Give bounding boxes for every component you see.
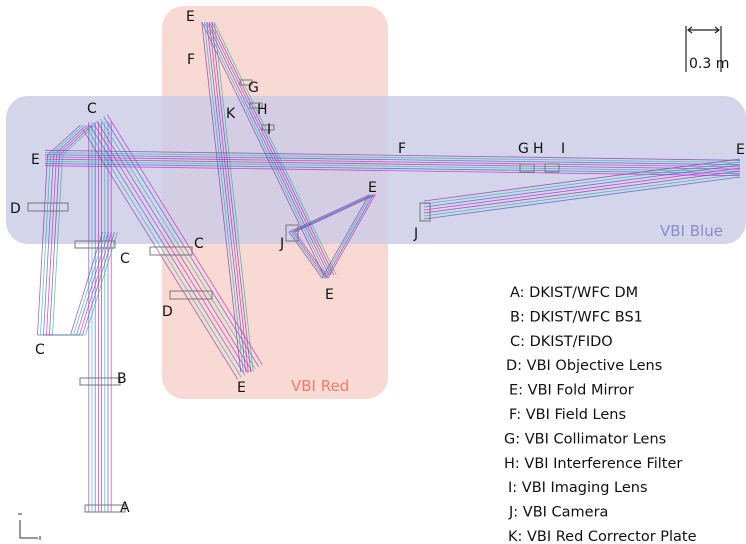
legend-item-h: H: VBI Interference Filter <box>504 456 682 472</box>
ray-blue-horizontal <box>44 163 741 174</box>
legend-item-a: A: DKIST/WFC DM <box>510 285 638 301</box>
optical-element <box>261 124 275 131</box>
ray-blue-horizontal <box>44 152 741 163</box>
marker-h-red: H <box>257 102 268 118</box>
legend-item-i: I: VBI Imaging Lens <box>508 480 648 496</box>
ray-red-diagonal <box>203 21 327 373</box>
ray-blue-horizontal <box>44 158 741 170</box>
marker-f-red: F <box>187 52 195 68</box>
marker-g-red: G <box>248 80 259 96</box>
optical-element <box>249 102 263 109</box>
ray-c-to-red <box>82 129 239 380</box>
optical-element <box>519 163 535 173</box>
marker-a: A <box>120 500 130 516</box>
optical-element <box>419 202 431 222</box>
legend-item-g: G: VBI Collimator Lens <box>504 431 666 447</box>
legend-item-k: K: VBI Red Corrector Plate <box>508 529 697 544</box>
marker-c-top: C <box>87 101 97 117</box>
ray-red-diagonal <box>201 21 325 373</box>
legend-item-f: F: VBI Field Lens <box>509 407 626 423</box>
legend-item-c: C: DKIST/FIDO <box>510 334 613 350</box>
ray-blue-return <box>423 164 741 208</box>
optical-element <box>74 240 116 249</box>
marker-i-red: I <box>267 122 271 138</box>
ray-red-diagonal <box>213 21 337 373</box>
optical-element <box>285 224 299 242</box>
ray-left-loop <box>43 124 109 336</box>
marker-g-blue: G <box>518 141 529 157</box>
ray-red-diagonal <box>206 21 330 373</box>
optical-element <box>149 246 193 256</box>
ray-blue-return <box>423 170 741 214</box>
marker-b: B <box>117 371 127 387</box>
vbi-blue-region <box>6 96 746 244</box>
optical-element <box>84 504 126 513</box>
marker-c-mid: C <box>120 251 130 267</box>
marker-j-blue: J <box>413 226 418 242</box>
marker-d-red: D <box>162 304 173 320</box>
legend-item-b: B: DKIST/WFC BS1 <box>510 309 643 325</box>
axis-icon <box>18 513 41 540</box>
marker-c-bottom: C <box>35 342 45 358</box>
ray-left-loop <box>49 124 115 336</box>
marker-j-red: J <box>279 236 284 252</box>
ray-left-loop <box>37 124 103 336</box>
marker-e-triangle-right: E <box>368 180 377 196</box>
optical-element <box>27 202 69 212</box>
scale-bar-label: 0.3 m <box>689 56 729 72</box>
marker-e-left: E <box>31 152 40 168</box>
ray-blue-return <box>423 176 741 220</box>
ray-blue-horizontal <box>44 149 741 161</box>
optical-element <box>544 163 560 173</box>
ray-blue-return <box>423 161 741 205</box>
marker-c-red: C <box>194 236 204 252</box>
ray-red-triangle <box>290 194 372 279</box>
marker-k: K <box>226 106 236 122</box>
legend: A: DKIST/WFC DM B: DKIST/WFC BS1 C: DKIST/… <box>504 285 697 544</box>
marker-h-blue: H <box>533 141 544 157</box>
ray-blue-return <box>423 173 741 217</box>
ray-blue-horizontal <box>44 160 741 172</box>
ray-red-triangle <box>294 194 376 279</box>
marker-f-blue: F <box>398 141 406 157</box>
marker-e-top: E <box>186 9 195 25</box>
optical-element <box>169 290 213 300</box>
legend-item-d: D: VBI Objective Lens <box>506 358 662 374</box>
optical-element <box>79 377 121 386</box>
marker-d-left: D <box>10 201 21 217</box>
ray-blue-horizontal <box>44 154 741 166</box>
ray-left-loop <box>46 124 112 336</box>
legend-item-j: J: VBI Camera <box>508 505 608 521</box>
ray-red-triangle <box>288 194 370 279</box>
ray-blue-return <box>423 158 741 202</box>
ray-left-loop <box>40 124 106 336</box>
vbi-blue-label: VBI Blue <box>660 222 723 240</box>
scale-bar <box>685 26 722 72</box>
marker-i-blue: I <box>561 141 565 157</box>
ray-blue-horizontal <box>44 156 741 168</box>
ray-red-diagonal <box>211 21 335 373</box>
vbi-red-label: VBI Red <box>291 377 349 395</box>
legend-item-e: E: VBI Fold Mirror <box>509 383 634 399</box>
marker-e-far-right: E <box>736 142 745 158</box>
ray-red-diagonal <box>208 21 332 373</box>
ray-c-to-red <box>85 127 242 378</box>
marker-e-triangle-bottom: E <box>325 287 334 303</box>
ray-red-triangle <box>292 194 374 279</box>
ray-bundles <box>27 21 741 513</box>
ray-left-loop <box>52 124 118 336</box>
marker-e-red-bottom: E <box>237 380 246 396</box>
optical-element <box>239 79 253 86</box>
ray-blue-return <box>423 167 741 211</box>
